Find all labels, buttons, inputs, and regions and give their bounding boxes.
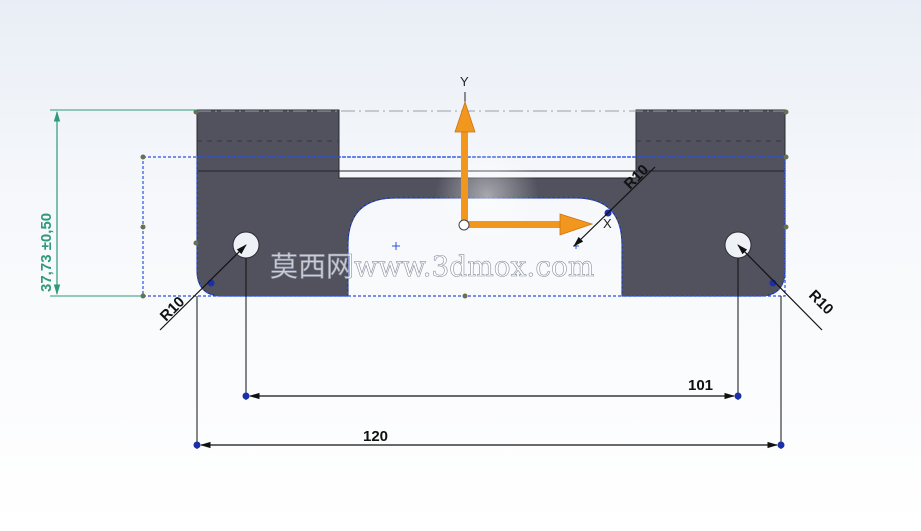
origin-highlight xyxy=(435,144,539,248)
extension-lines xyxy=(196,258,782,449)
sketch-points[interactable] xyxy=(140,109,789,299)
x-axis-label: X xyxy=(603,216,612,231)
dimension-height-label[interactable]: 37,73 ±0,50 xyxy=(38,213,55,292)
y-axis-label: Y xyxy=(460,74,469,89)
coordinate-triad[interactable]: Y X xyxy=(454,74,612,236)
dimension-height[interactable]: 37,73 ±0,50 xyxy=(38,109,197,297)
dimension-hole-pitch-label[interactable]: 101 xyxy=(688,377,713,394)
watermark: 莫西网www.3dmox.com xyxy=(270,250,594,283)
dimension-overall-width[interactable]: 120 xyxy=(193,428,785,449)
radius-bottom-right-label[interactable]: R10 xyxy=(805,287,836,318)
dimension-overall-width-label[interactable]: 120 xyxy=(363,428,388,445)
radius-bottom-left-label[interactable]: R10 xyxy=(157,293,188,324)
dimension-hole-pitch[interactable]: 101 xyxy=(242,377,742,400)
